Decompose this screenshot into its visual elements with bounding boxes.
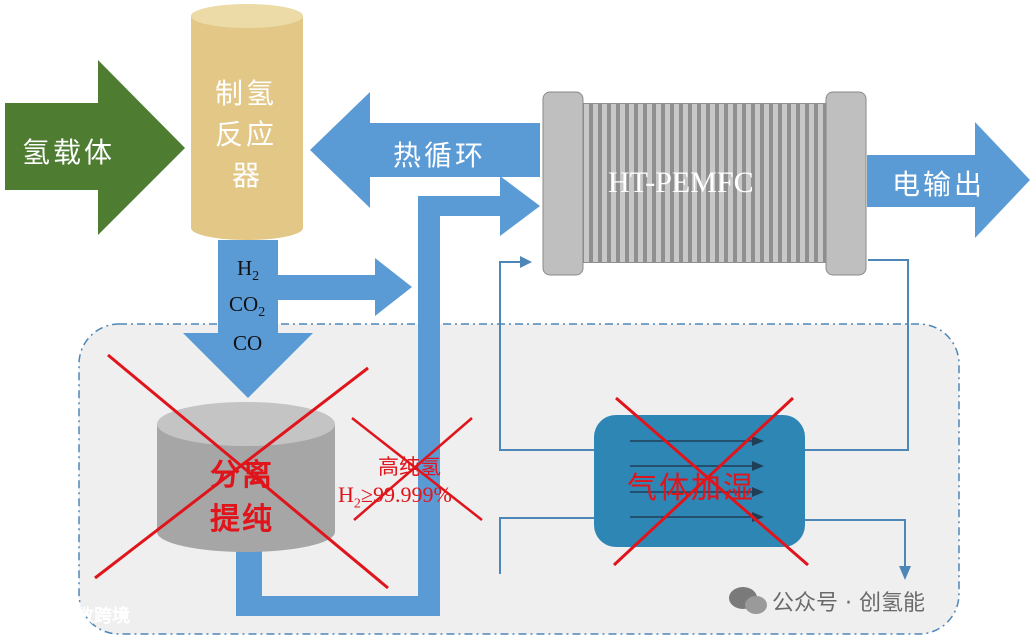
fuel-cell-stack [542,91,867,276]
fuel-cell-label: HT-PEMFC [608,166,754,199]
reactor-cylinder [191,4,303,240]
stack-fin [809,104,814,262]
stack-fin [647,104,652,262]
high-purity-cross [351,417,483,521]
purifier-line2: 提纯 [210,502,274,537]
gas-co2-symbol: CO [229,292,259,316]
heat-label: 热循环 [393,139,487,172]
stack-fin [692,104,697,262]
humidifier-flow-lines [499,259,909,574]
humidifier-label: 气体加湿 [627,471,755,506]
stack-fin [728,104,733,262]
stack-fin [737,104,742,262]
stack-fin [683,104,688,262]
stack-fin [818,104,823,262]
gas-co2-sub: 2 [258,305,266,321]
reactor-line3: 器 [232,159,264,192]
stack-fin [674,104,679,262]
gas-co2: CO2 [229,292,265,321]
bypass-arrow [278,258,412,316]
reactor-line1: 制氢 [215,77,278,110]
purifier-cross [94,353,389,590]
power-arrow [867,122,1030,238]
feed-riser-arrow [418,176,540,616]
high-purity-title: 高纯氢 [378,455,441,479]
stack-fin [701,104,706,262]
high-purity-spec: H2≥99.999% [338,482,452,512]
carrier-label: 氢载体 [22,136,116,169]
stack-fin [593,104,598,262]
purifier-outlet-pipe [236,548,430,616]
stack-fin [791,104,796,262]
reformate-down-arrow [183,240,313,398]
spec-rest: ≥99.999% [360,482,452,507]
gas-co: CO [233,331,263,355]
stack-fin [611,104,616,262]
stack-fin [719,104,724,262]
carrier-arrow [5,60,185,235]
stack-fin [764,104,769,262]
stack-fin [638,104,643,262]
stack-fin [782,104,787,262]
watermark-right: 公众号 · 创氢能 [772,591,925,616]
gas-h2: H2 [237,256,259,285]
watermark-left: 大数跨境 [58,606,130,627]
stack-fin [602,104,607,262]
stack-fin [665,104,670,262]
purifier-cylinder [157,402,335,552]
stack-fin [710,104,715,262]
gas-h2-symbol: H [237,256,253,280]
stack-fin [584,104,589,262]
purifier-line1: 分离 [210,458,274,493]
removed-subsystem-panel [78,323,960,635]
gas-h2-sub: 2 [252,269,260,285]
stack-fin [629,104,634,262]
stack-fin [746,104,751,262]
wechat-icon [729,587,767,614]
return-arrowhead [520,256,532,268]
exhaust-arrowhead [899,566,911,580]
watermark-logo-icon [15,605,53,619]
spec-sub: 2 [353,496,361,512]
stack-fin [755,104,760,262]
power-label: 电输出 [892,168,986,201]
stack-fin [773,104,778,262]
stack-fin [620,104,625,262]
spec-h: H [338,482,354,507]
stack-fin [656,104,661,262]
humidifier-box [594,415,805,547]
stack-fin [800,104,805,262]
heat-arrow [310,92,540,208]
reactor-line2: 反应 [215,118,278,151]
humidifier-cross [612,396,809,567]
